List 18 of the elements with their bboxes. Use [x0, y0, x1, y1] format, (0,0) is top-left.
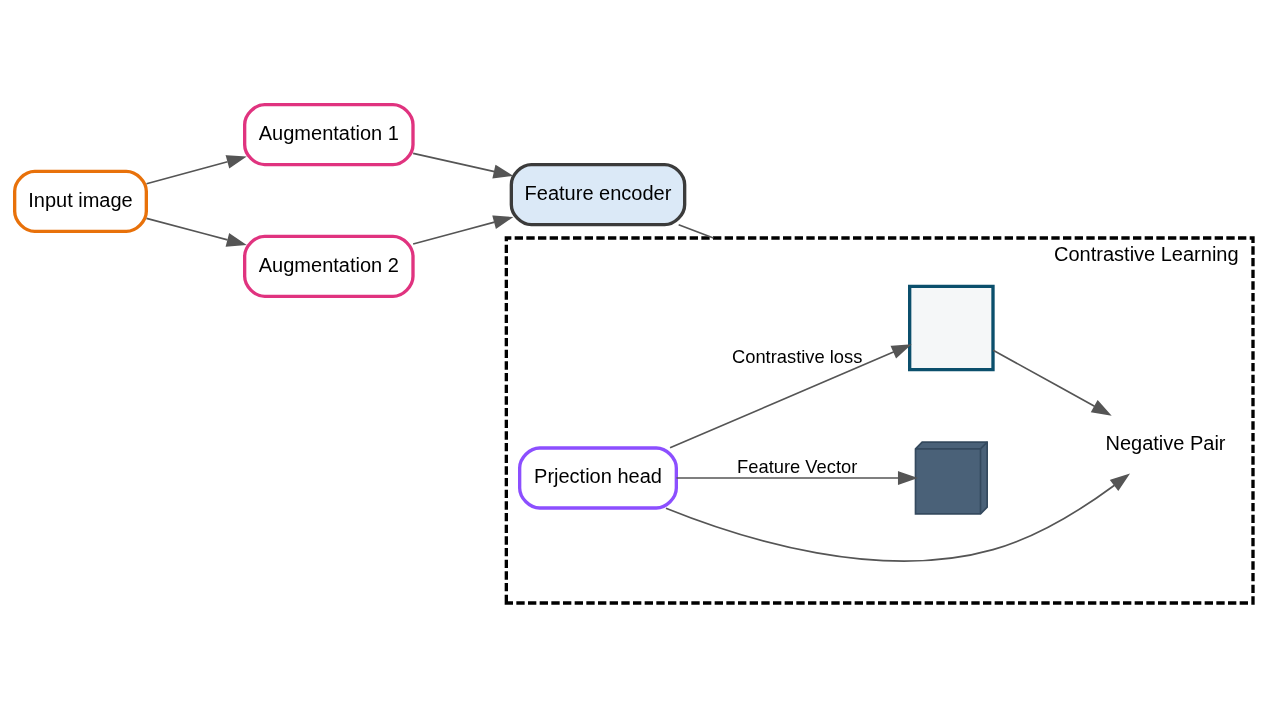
- arrow: [412, 215, 514, 245]
- arrow: [675, 471, 918, 485]
- node-box: Input image: [13, 169, 148, 233]
- arrow: [145, 217, 247, 247]
- node-text: Negative Pair: [1105, 431, 1226, 454]
- arrow: [669, 344, 912, 449]
- arrow: [665, 473, 1131, 562]
- node-box: [908, 284, 995, 372]
- node-box: Feature encoder: [509, 163, 687, 227]
- connector: [677, 223, 715, 239]
- edge-label: Feature Vector: [737, 455, 858, 477]
- node-box: Prjection head: [518, 446, 678, 510]
- arrow: [992, 349, 1112, 416]
- node-box: Augmentation 1: [243, 103, 415, 167]
- arrow: [145, 155, 247, 185]
- arrow: [412, 152, 514, 179]
- edge-label: Contrastive loss: [731, 345, 863, 367]
- node-box: Augmentation 2: [243, 234, 415, 298]
